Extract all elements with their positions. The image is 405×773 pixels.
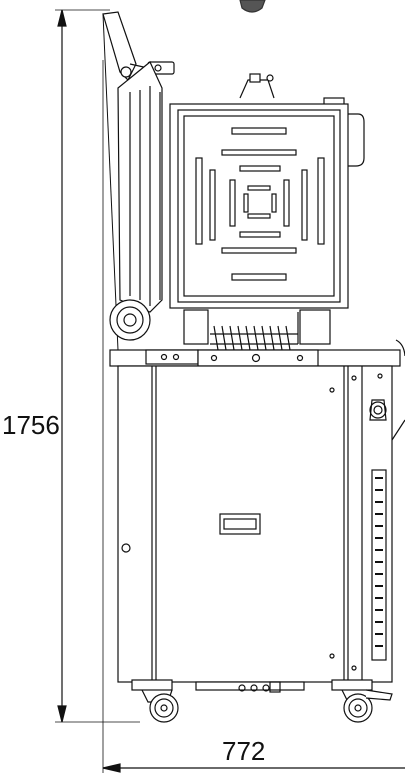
height-dimension-label: 1756 xyxy=(2,410,60,440)
open-lid xyxy=(117,61,163,313)
height-dimension-line xyxy=(55,9,140,723)
right-lever xyxy=(391,419,405,441)
basket-side-handle xyxy=(346,113,365,167)
door-handle xyxy=(219,513,261,535)
lid-arm xyxy=(102,11,175,82)
spring-mechanism xyxy=(183,309,331,351)
right-caster-wheel xyxy=(331,679,393,723)
width-dimension-line xyxy=(102,60,405,773)
top-plate xyxy=(109,349,401,367)
side-logo-strip xyxy=(371,469,387,661)
top-knob-shape xyxy=(239,0,266,13)
hinge-wheel xyxy=(109,299,151,341)
side-knob xyxy=(369,399,387,421)
bottom-fittings xyxy=(195,681,305,693)
width-dimension-label: 772 xyxy=(222,736,266,766)
basket-top-handle xyxy=(239,73,275,99)
basket-body xyxy=(169,103,349,309)
back-strip xyxy=(102,13,119,351)
left-caster-wheel xyxy=(131,679,179,723)
